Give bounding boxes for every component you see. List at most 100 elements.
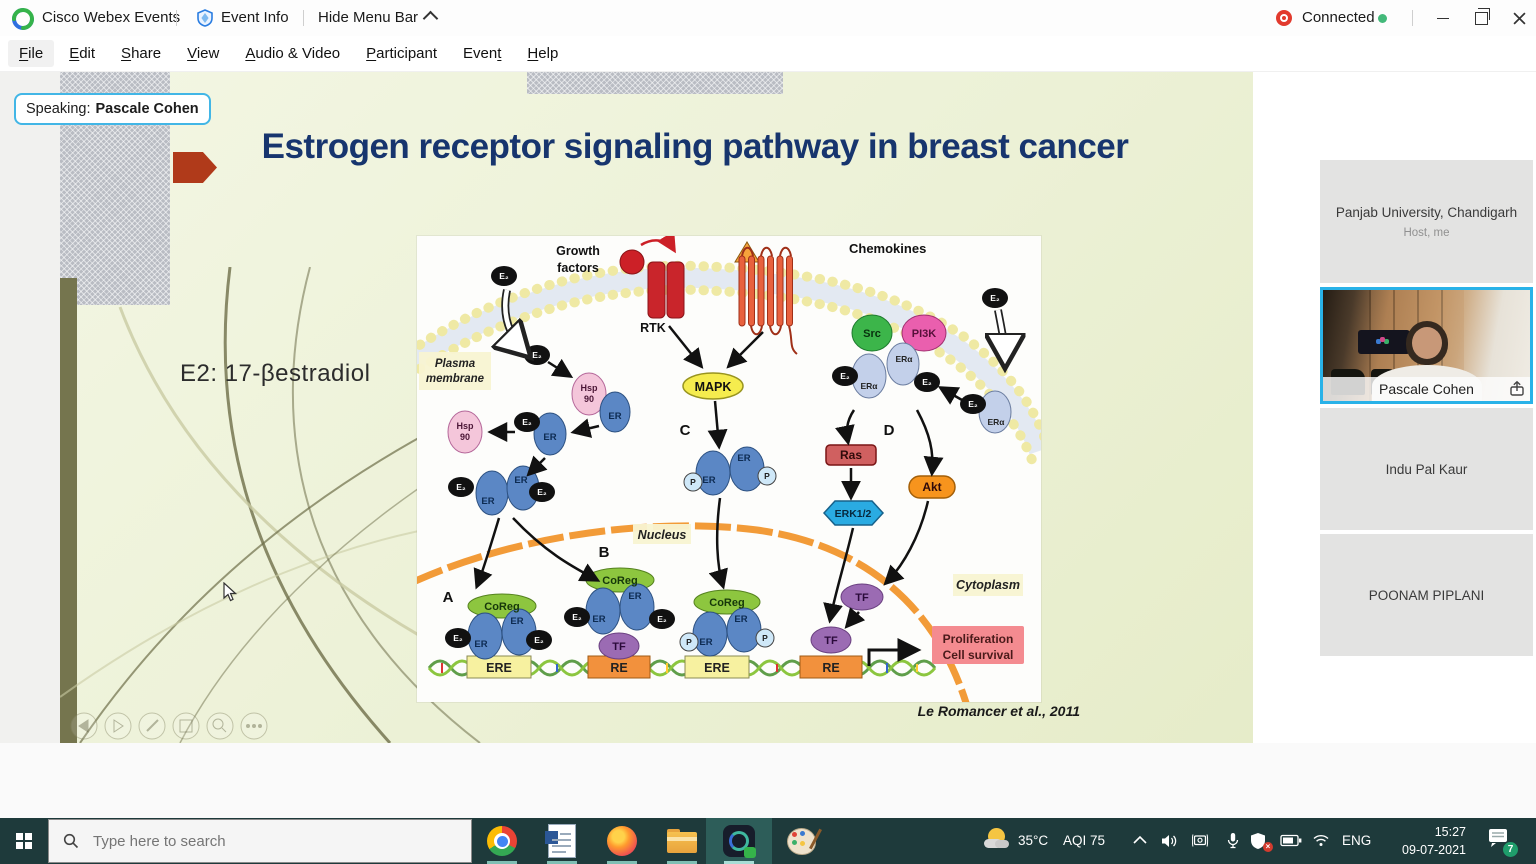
- participant-tile[interactable]: Panjab University, Chandigarh Host, me: [1320, 160, 1533, 283]
- connected-green-dot: [1378, 14, 1387, 23]
- e2-era-complex-right: [960, 288, 1012, 434]
- pathway-arrows: [473, 325, 963, 666]
- svg-text:E₂: E₂: [532, 350, 542, 360]
- svg-text:E₂: E₂: [456, 482, 466, 492]
- svg-text:MAPK: MAPK: [695, 380, 732, 394]
- notification-center-icon[interactable]: 7: [1488, 828, 1518, 857]
- restore-button[interactable]: [1466, 6, 1496, 30]
- thumbnails-icon: [179, 719, 193, 733]
- close-button[interactable]: [1504, 6, 1534, 30]
- volume-icon[interactable]: [1160, 833, 1178, 849]
- taskbar-firefox[interactable]: [592, 818, 652, 864]
- svg-text:ER: ER: [699, 637, 712, 648]
- event-info-button[interactable]: Event Info: [221, 9, 289, 26]
- svg-text:E₂: E₂: [534, 635, 544, 645]
- weather-temp[interactable]: 35°C: [1018, 833, 1049, 848]
- menu-share[interactable]: Share: [121, 45, 162, 62]
- pop-out-icon[interactable]: [1508, 380, 1526, 398]
- menu-audio-video[interactable]: Audio & Video: [245, 45, 341, 62]
- svg-text:PI3K: PI3K: [912, 328, 937, 340]
- notification-badge: 7: [1503, 842, 1518, 857]
- divider: [303, 10, 304, 26]
- menu-file[interactable]: File: [8, 40, 55, 67]
- participant-name: Panjab University, Chandigarh: [1335, 204, 1518, 220]
- language-indicator[interactable]: ENG: [1342, 833, 1372, 848]
- taskbar-search[interactable]: [48, 819, 472, 863]
- rtk-receptor: [619, 236, 685, 319]
- gpcr-receptor: [734, 241, 798, 355]
- left-gutter: [0, 72, 60, 743]
- taskbar-chrome[interactable]: [472, 818, 532, 864]
- divider: [176, 10, 177, 26]
- erk-node: [822, 500, 885, 526]
- time: 15:27: [1434, 825, 1466, 839]
- svg-text:TF: TF: [612, 641, 626, 653]
- webex-app-icon: [723, 825, 756, 858]
- svg-text:Proliferation: Proliferation: [943, 632, 1014, 646]
- svg-text:Growth: Growth: [556, 244, 600, 258]
- tray-expand-chevron[interactable]: [1132, 834, 1148, 848]
- taskbar-explorer[interactable]: [652, 818, 712, 864]
- weather-icon[interactable]: [984, 827, 1010, 853]
- menu-event[interactable]: Event: [463, 45, 502, 62]
- minimize-button[interactable]: [1428, 6, 1458, 30]
- membrane-entry-arrows: [505, 289, 1005, 362]
- speaking-indicator: Speaking: Pascale Cohen: [14, 93, 211, 125]
- slide-hatched-bar: [527, 72, 783, 94]
- proliferation-box: [932, 626, 1024, 664]
- microphone-icon[interactable]: [1226, 832, 1240, 850]
- firefox-icon: [607, 826, 637, 856]
- svg-text:D: D: [884, 422, 895, 439]
- start-button[interactable]: [0, 818, 48, 864]
- speaking-name: Pascale Cohen: [95, 101, 199, 117]
- search-input[interactable]: [91, 831, 425, 851]
- nuclear-complex-phospho: [679, 589, 775, 657]
- figure-citation: Le Romancer et al., 2011: [917, 703, 1080, 719]
- svg-text:A: A: [443, 589, 454, 606]
- participant-tile[interactable]: POONAM PIPLANI: [1320, 534, 1533, 656]
- svg-text:membrane: membrane: [426, 373, 485, 385]
- prev-slide-icon: [78, 719, 89, 733]
- menu-help[interactable]: Help: [527, 45, 559, 62]
- webex-logo-icon: [12, 8, 34, 30]
- webex-device-icon[interactable]: [1192, 833, 1210, 849]
- file-explorer-icon: [667, 829, 697, 853]
- speaking-label: Speaking:: [26, 101, 91, 117]
- svg-text:ER: ER: [608, 411, 621, 422]
- taskbar-word[interactable]: [532, 818, 592, 864]
- svg-text:C: C: [680, 422, 691, 439]
- nuclear-complex-b: [564, 567, 675, 660]
- word-doc-icon: [545, 824, 576, 858]
- menu-edit[interactable]: Edit: [69, 45, 96, 62]
- battery-icon[interactable]: [1280, 834, 1302, 847]
- network-icon[interactable]: [1312, 832, 1330, 848]
- active-speaker-video-tile[interactable]: Pascale Cohen: [1320, 287, 1533, 404]
- figure-labels: Growth factors RTK Chemokines MAPK Plasm…: [426, 241, 1020, 662]
- slide-side-bar-decoration: [60, 278, 77, 743]
- svg-text:ERα: ERα: [987, 417, 1005, 427]
- slide-nav-controls[interactable]: [68, 710, 278, 742]
- weather-aqi[interactable]: AQI 75: [1063, 833, 1106, 848]
- security-shield-icon[interactable]: ×: [1250, 832, 1273, 852]
- plasma-membrane-label-bg: [419, 352, 491, 390]
- clock[interactable]: 15:27 09-07-2021: [1390, 824, 1466, 859]
- phospho-er-dimer: [683, 446, 777, 496]
- svg-text:ER: ER: [592, 614, 605, 625]
- mapk-node: [682, 372, 744, 400]
- hide-menu-bar-button[interactable]: Hide Menu Bar: [318, 0, 439, 36]
- mouse-cursor: [223, 582, 237, 602]
- svg-text:P: P: [690, 477, 696, 487]
- svg-text:ER: ER: [514, 475, 527, 486]
- event-info-icon: [197, 9, 213, 27]
- taskbar-paint[interactable]: [772, 818, 832, 864]
- taskbar-webex-active[interactable]: [706, 818, 772, 864]
- menu-view[interactable]: View: [187, 45, 220, 62]
- svg-text:ERα: ERα: [895, 354, 913, 364]
- participant-role: Host, me: [1403, 226, 1450, 239]
- participant-name: POONAM PIPLANI: [1368, 587, 1485, 603]
- menu-participant[interactable]: Participant: [366, 45, 438, 62]
- svg-text:ER: ER: [510, 616, 523, 627]
- video-name-label: Pascale Cohen: [1323, 377, 1530, 401]
- svg-text:ERα: ERα: [860, 381, 878, 391]
- participant-tile[interactable]: Indu Pal Kaur: [1320, 408, 1533, 530]
